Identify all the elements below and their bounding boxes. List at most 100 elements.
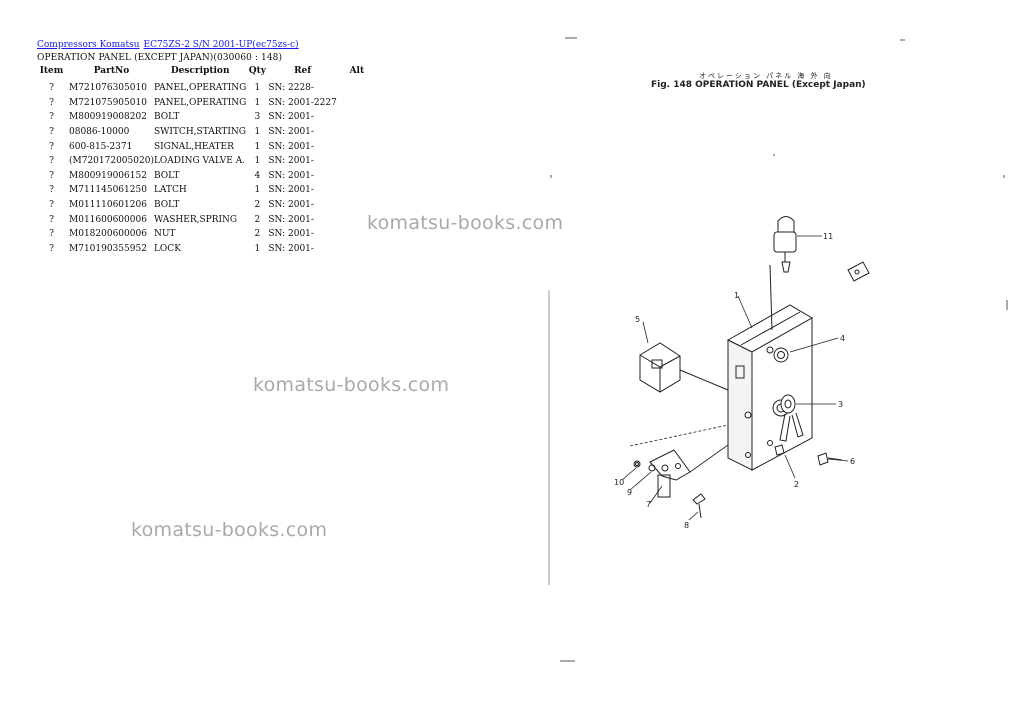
cell-description: SWITCH,STARTING	[153, 127, 246, 138]
cell-qty: 1	[254, 156, 261, 167]
cell-alt	[337, 139, 377, 154]
callout-label: 3	[838, 400, 843, 409]
latch-drawing	[633, 449, 706, 519]
cell-alt	[337, 169, 377, 184]
cell-alt	[337, 198, 377, 213]
cell-qty: 4	[254, 170, 261, 181]
cell-part-no: M018200600006	[69, 229, 147, 240]
starting-switch-drawing	[779, 394, 804, 442]
cell-item: ?	[49, 243, 54, 254]
table-row: ? M721076305010 PANEL,OPERATING 1 SN: 2228-	[36, 81, 377, 96]
cell-part-no: (M720172005020)	[69, 156, 154, 167]
lock-drawing	[769, 216, 797, 331]
cell-description: LOADING VALVE A.	[153, 156, 246, 167]
cell-qty: 1	[254, 97, 261, 108]
cell-item: ?	[49, 112, 54, 123]
callout-label: 1	[734, 291, 739, 300]
cell-part-no: M721075905010	[69, 97, 147, 108]
cell-part-no: M800919008202	[69, 112, 147, 123]
cell-ref: SN: 2001-	[268, 170, 314, 181]
cell-ref: SN: 2001-	[268, 127, 314, 138]
table-row: ? M721075905010 PANEL,OPERATING 1 SN: 2001-2…	[36, 96, 377, 111]
loading-valve-drawing	[639, 342, 729, 393]
callout-label: 5	[635, 315, 640, 324]
watermark: komatsu-books.com	[131, 519, 328, 541]
key-drawing	[847, 261, 870, 282]
bolt-drawings	[774, 444, 843, 466]
callout-label: 11	[823, 232, 833, 241]
cell-ref: SN: 2001-	[268, 112, 314, 123]
cell-description: BOLT	[153, 170, 180, 181]
table-row: ? M710190355952 LOCK 1 SN: 2001-	[36, 242, 377, 257]
breadcrumb-link-model[interactable]: EC75ZS-2 S/N 2001-UP(ec75zs-c)	[143, 40, 299, 50]
watermark: komatsu-books.com	[253, 374, 450, 396]
cell-ref: SN: 2001-	[268, 243, 314, 254]
cell-ref: SN: 2228-	[268, 83, 314, 94]
callout-label: 2	[794, 480, 799, 489]
cell-qty: 1	[254, 243, 261, 254]
cell-part-no: M011600600006	[69, 214, 147, 225]
cell-description: BOLT	[153, 112, 180, 123]
table-row: ? (M720172005020)LOADING VALVE A. 1 SN: 200…	[36, 154, 377, 169]
cell-description: LATCH	[153, 185, 187, 196]
cell-part-no: M711145061250	[69, 185, 147, 196]
cell-part-no: M011110601206	[69, 200, 147, 211]
cell-description: LOCK	[153, 243, 181, 254]
cell-item: ?	[49, 97, 54, 108]
callout-label: 7	[646, 500, 651, 509]
header-qty: Qty	[248, 66, 266, 76]
cell-description: NUT	[153, 229, 176, 240]
header-item: Item	[39, 66, 64, 76]
cell-item: ?	[49, 141, 54, 152]
breadcrumb-link-category[interactable]: Compressors Komatsu	[37, 40, 140, 50]
cell-description: WASHER,SPRING	[153, 214, 238, 225]
cell-qty: 3	[254, 112, 261, 123]
cell-item: ?	[49, 170, 54, 181]
leader-lines	[621, 235, 849, 521]
cell-item: ?	[49, 83, 54, 94]
cell-item: ?	[49, 156, 54, 167]
cell-item: ?	[49, 214, 54, 225]
key-hole	[854, 269, 860, 275]
cell-description: PANEL,OPERATING	[153, 83, 247, 94]
cell-alt	[337, 125, 377, 140]
header-ref: Ref	[294, 66, 312, 76]
cell-part-no: 600-815-2371	[69, 141, 133, 152]
watermark: komatsu-books.com	[367, 212, 564, 234]
cell-part-no: 08086-10000	[69, 127, 130, 138]
cell-ref: SN: 2001-	[268, 156, 314, 167]
cell-ref: SN: 2001-	[268, 229, 314, 240]
cell-item: ?	[49, 185, 54, 196]
cell-qty: 1	[254, 83, 261, 94]
header-description: Description	[170, 66, 230, 76]
figure-caption-japanese: オペレーション パネル 海 外 向	[699, 72, 833, 80]
callout-labels: 1 2 3 4 5 6 7 8 9 10 11	[614, 232, 855, 530]
cell-qty: 2	[254, 229, 261, 240]
parts-table: Item PartNo Description Qty Ref Alt ? M72…	[36, 66, 377, 256]
cell-alt	[337, 110, 377, 125]
cell-ref: SN: 2001-2227	[268, 97, 337, 108]
callout-label: 10	[614, 478, 624, 487]
cell-qty: 1	[254, 185, 261, 196]
header-alt: Alt	[349, 66, 365, 76]
cell-item: ?	[49, 229, 54, 240]
cell-item: ?	[49, 200, 54, 211]
cell-part-no: M721076305010	[69, 83, 147, 94]
callout-label: 6	[850, 457, 855, 466]
table-row: ? M800919008202 BOLT 3 SN: 2001-	[36, 110, 377, 125]
exploded-parts-diagram: 1 2 3 4 5 6 7 8 9 10 11	[548, 37, 1008, 662]
cell-alt	[337, 242, 377, 257]
table-header-row: Item PartNo Description Qty Ref Alt	[36, 66, 377, 81]
cell-item: ?	[49, 127, 54, 138]
cell-ref: SN: 2001-	[268, 185, 314, 196]
cell-alt	[337, 154, 377, 169]
cell-part-no: M710190355952	[69, 243, 147, 254]
operating-panel-drawing	[726, 304, 813, 471]
cell-description: PANEL,OPERATING	[153, 97, 247, 108]
